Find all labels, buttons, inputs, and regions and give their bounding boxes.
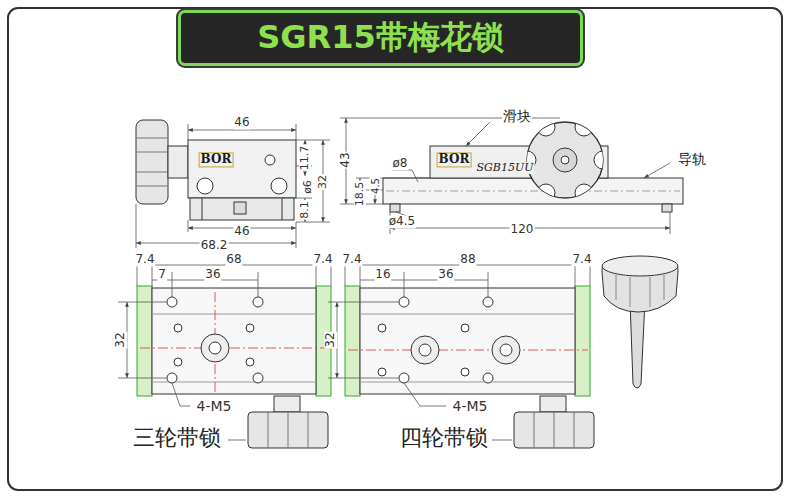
four-wheel-view (328, 258, 594, 448)
dimension-value: 36 (204, 268, 221, 281)
dimension-value: 88 (459, 253, 476, 266)
dimension-value: 11.7 (299, 145, 311, 172)
dimension-value: 8.1 (299, 200, 311, 220)
front-view (136, 120, 330, 248)
outer-frame (8, 8, 782, 490)
part-name: 导轨 (677, 152, 707, 167)
dimension-value: 43 (339, 151, 352, 168)
dimension-value: ø4.5 (388, 215, 416, 228)
dimension-value: 7 (157, 268, 167, 281)
title-text: SGR15带梅花锁 (257, 16, 503, 60)
three-wheel-view (118, 258, 331, 448)
dimension-value: 32 (324, 331, 337, 348)
dimension-value: 32 (114, 331, 127, 348)
part-name: 三轮带锁 (132, 426, 222, 450)
dimension-value: 7.4 (341, 253, 362, 266)
dimension-value: 4-M5 (452, 399, 489, 414)
dimension-value: 4-M5 (196, 399, 233, 414)
dimension-value: 68.2 (200, 239, 229, 252)
dimension-value: 7.4 (312, 253, 333, 266)
dimension-value: 68 (225, 253, 242, 266)
part-name: 四轮带锁 (399, 426, 489, 450)
brand-logo: BOR (199, 152, 234, 167)
side-view (340, 118, 683, 234)
model-text: SGB15UU (476, 162, 535, 174)
brand-logo: BOR (437, 152, 472, 167)
dimension-value: 16 (374, 268, 391, 281)
title-banner: SGR15带梅花锁 (178, 10, 583, 66)
dimension-value: 36 (437, 268, 454, 281)
dimension-value: 4.5 (370, 177, 381, 195)
dimension-value: 120 (510, 223, 535, 236)
dimension-value: 46 (233, 116, 250, 129)
dimension-value: 46 (233, 225, 250, 238)
dimension-value: 18.5 (354, 181, 366, 208)
dimension-value: ø8 (392, 157, 409, 170)
knob-figure (602, 256, 678, 388)
part-name: 滑块 (502, 109, 532, 124)
dimension-value: ø6 (302, 179, 314, 195)
dimension-value: 7.4 (571, 253, 592, 266)
dimension-value: 7.4 (134, 253, 155, 266)
dimension-value: 32 (317, 174, 329, 190)
